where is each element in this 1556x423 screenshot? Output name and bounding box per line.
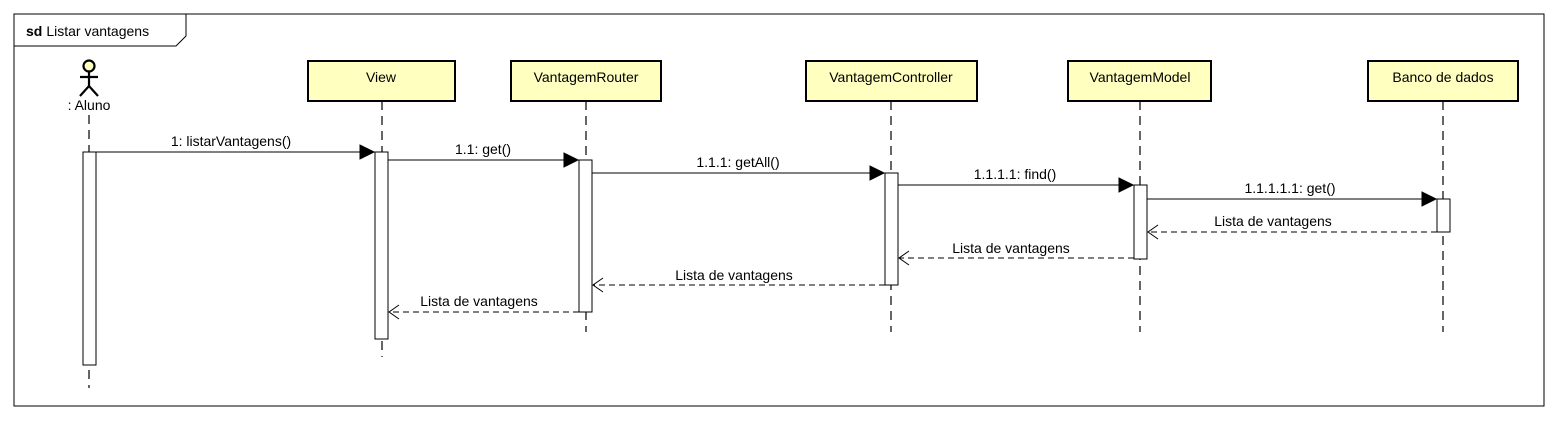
frame-label-tab — [14, 14, 187, 47]
return-controller-to-router: Lista de vantagens — [592, 267, 885, 293]
arrowhead-icon — [563, 152, 580, 168]
open-arrowhead-icon — [388, 304, 400, 320]
activation-view — [374, 151, 389, 340]
message-label: 1: listarVantagens() — [171, 133, 291, 149]
message-label: 1.1: get() — [455, 141, 511, 157]
interaction-frame — [13, 13, 1545, 407]
return-label: Lista de vantagens — [952, 240, 1070, 256]
participant-controller: VantagemController — [805, 60, 978, 102]
message-1: 1: listarVantagens() — [96, 133, 376, 160]
arrowhead-icon — [1118, 177, 1135, 193]
arrowhead-icon — [359, 144, 376, 160]
return-label: Lista de vantagens — [420, 293, 538, 309]
message-label: 1.1.1.1.1: get() — [1244, 180, 1335, 196]
arrowhead-icon — [1421, 191, 1438, 207]
actor-aluno: : Aluno — [68, 59, 111, 113]
participant-label: VantagemModel — [1090, 69, 1191, 85]
participant-box — [1067, 60, 1212, 102]
actor-head-icon — [82, 59, 96, 73]
participant-db: Banco de dados — [1367, 60, 1519, 102]
arrowhead-icon — [869, 165, 886, 181]
participant-box — [307, 60, 456, 102]
activation-model — [1133, 184, 1148, 260]
message-label: 1.1.1.1: find() — [974, 166, 1057, 182]
actor-label: : Aluno — [68, 97, 111, 113]
message-label: 1.1.1: getAll() — [696, 154, 779, 170]
open-arrowhead-icon — [592, 277, 604, 293]
return-router-to-view: Lista de vantagens — [388, 293, 579, 320]
message-1-1: 1.1: get() — [388, 141, 580, 168]
activation-aluno — [82, 151, 97, 366]
participant-label: VantagemRouter — [534, 69, 639, 85]
message-1-1-1-1: 1.1.1.1: find() — [898, 166, 1135, 193]
participant-label: VantagemController — [829, 69, 953, 85]
return-model-to-controller: Lista de vantagens — [898, 240, 1134, 266]
activation-db — [1436, 198, 1451, 233]
return-label: Lista de vantagens — [675, 267, 793, 283]
participant-label: Banco de dados — [1392, 69, 1493, 85]
return-db-to-model: Lista de vantagens — [1147, 213, 1437, 240]
return-label: Lista de vantagens — [1214, 213, 1332, 229]
participant-label: View — [366, 69, 397, 85]
open-arrowhead-icon — [898, 250, 910, 266]
participant-model: VantagemModel — [1067, 60, 1212, 102]
activation-router — [578, 159, 593, 313]
actor-legs — [79, 84, 99, 97]
activation-controller — [884, 172, 899, 286]
participant-view: View — [307, 60, 456, 102]
message-1-1-1-1-1: 1.1.1.1.1: get() — [1147, 180, 1438, 207]
participant-router: VantagemRouter — [510, 60, 662, 102]
open-arrowhead-icon — [1147, 224, 1159, 240]
message-1-1-1: 1.1.1: getAll() — [592, 154, 886, 181]
participant-box — [1367, 60, 1519, 102]
participant-box — [805, 60, 978, 102]
participant-box — [510, 60, 662, 102]
